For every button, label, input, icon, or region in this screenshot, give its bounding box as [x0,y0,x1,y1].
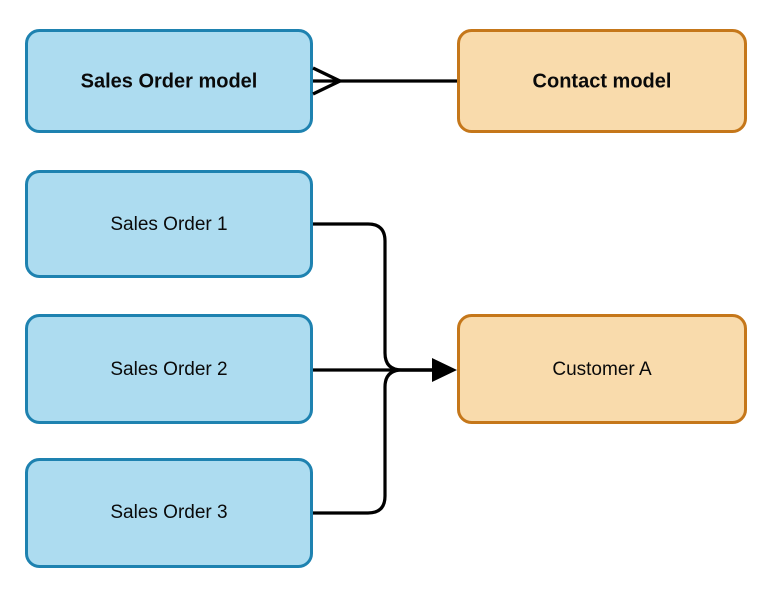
customer-a-box[interactable] [457,314,747,424]
node-contact-model[interactable]: Contact model [457,29,747,133]
sales-order-2-box[interactable] [25,314,313,424]
contact-model-box[interactable] [457,29,747,133]
edge-order3-to-customer[interactable] [313,368,440,515]
node-customer-a[interactable]: Customer A [457,314,747,424]
node-sales-order-2[interactable]: Sales Order 2 [25,314,313,424]
node-sales-order-model[interactable]: Sales Order model [25,29,313,133]
sales-order-3-box[interactable] [25,458,313,568]
contact-model-label: Contact model [533,70,672,92]
sales-order-3-label: Sales Order 3 [110,502,227,523]
sales-order-2-label: Sales Order 2 [110,359,227,380]
edge-order1-to-customer[interactable] [313,222,440,372]
edge-model-relationship[interactable] [312,66,457,96]
sales-order-1-label: Sales Order 1 [110,214,227,235]
customer-a-label: Customer A [552,359,652,380]
node-sales-order-3[interactable]: Sales Order 3 [25,458,313,568]
sales-order-1-box[interactable] [25,170,313,278]
arrowhead-into-customer-a-icon [432,358,457,382]
sales-order-model-label: Sales Order model [81,70,258,92]
crows-foot-many-icon [312,66,341,96]
node-sales-order-1[interactable]: Sales Order 1 [25,170,313,278]
sales-order-model-box[interactable] [25,29,313,133]
